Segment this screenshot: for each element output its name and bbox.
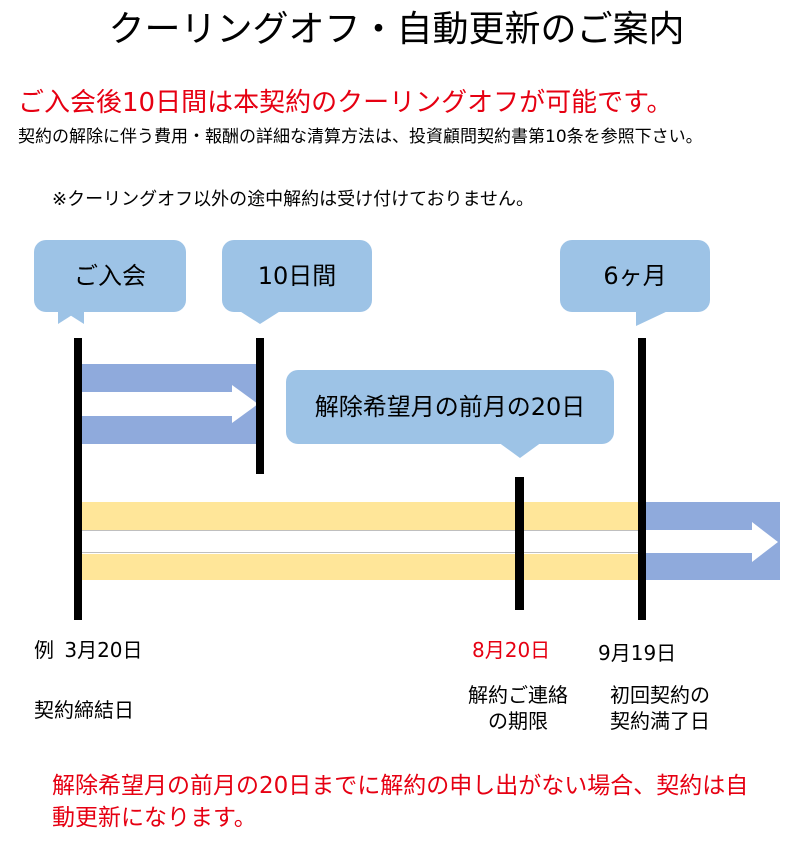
example-prefix: 例 bbox=[34, 638, 54, 662]
end-marker-line bbox=[638, 338, 646, 620]
start-marker-line bbox=[74, 338, 82, 620]
ten-days-bubble-label: 10日間 bbox=[257, 262, 337, 290]
deadline-caption: 解約ご連絡 の期限 bbox=[448, 682, 588, 734]
end-date: 9月19日 bbox=[598, 641, 677, 665]
mid-cancel-note: ※クーリングオフ以外の途中解約は受け付けておりません。 bbox=[52, 189, 534, 210]
start-date-label: 例 3月20日 bbox=[34, 637, 143, 663]
six-months-bubble: 6ヶ月 bbox=[560, 240, 710, 312]
end-caption: 初回契約の 契約満了日 bbox=[590, 682, 730, 734]
deadline-bubble-tail bbox=[498, 442, 542, 458]
contract-band-bottom bbox=[80, 554, 640, 580]
deadline-marker-line bbox=[515, 477, 524, 610]
six-months-bubble-label: 6ヶ月 bbox=[603, 262, 667, 290]
renewal-arrow-shaft bbox=[642, 530, 752, 553]
deadline-bubble: 解除希望月の前月の20日 bbox=[286, 370, 614, 444]
contract-band-line-bottom bbox=[80, 552, 640, 553]
start-date: 3月20日 bbox=[64, 638, 143, 662]
contract-band-top bbox=[80, 502, 640, 530]
auto-renewal-notice: 解除希望月の前月の20日までに解約の申し出がない場合、契約は自動更新になります。 bbox=[52, 773, 749, 831]
six-months-bubble-tail bbox=[636, 310, 670, 326]
cooling-off-lead: ご入会後10日間は本契約のクーリングオフが可能です。 bbox=[18, 88, 673, 118]
start-caption: 契約締結日 bbox=[34, 698, 134, 722]
ten-days-marker-line bbox=[256, 338, 264, 474]
deadline-caption-line2: の期限 bbox=[488, 709, 548, 733]
end-caption-line2: 契約満了日 bbox=[610, 709, 710, 733]
deadline-caption-line1: 解約ご連絡 bbox=[468, 683, 568, 707]
ten-days-bubble-tail bbox=[238, 310, 282, 324]
deadline-bubble-label: 解除希望月の前月の20日 bbox=[314, 393, 586, 421]
cooling-off-arrow-head bbox=[232, 385, 258, 423]
end-caption-line1: 初回契約の bbox=[610, 683, 710, 707]
deadline-date: 8月20日 bbox=[472, 638, 551, 662]
ten-days-bubble: 10日間 bbox=[222, 240, 372, 312]
join-bubble-tail-2 bbox=[62, 310, 84, 324]
contract-band-line-top bbox=[80, 530, 640, 531]
page-title: クーリングオフ・自動更新のご案内 bbox=[108, 9, 685, 50]
settlement-detail: 契約の解除に伴う費用・報酬の詳細な清算方法は、投資顧問契約書第10条を参照下さい… bbox=[18, 127, 703, 147]
join-bubble-label: ご入会 bbox=[74, 262, 146, 290]
renewal-arrow-head bbox=[752, 522, 778, 562]
join-bubble: ご入会 bbox=[34, 240, 186, 312]
cooling-off-arrow-shaft bbox=[80, 392, 232, 416]
